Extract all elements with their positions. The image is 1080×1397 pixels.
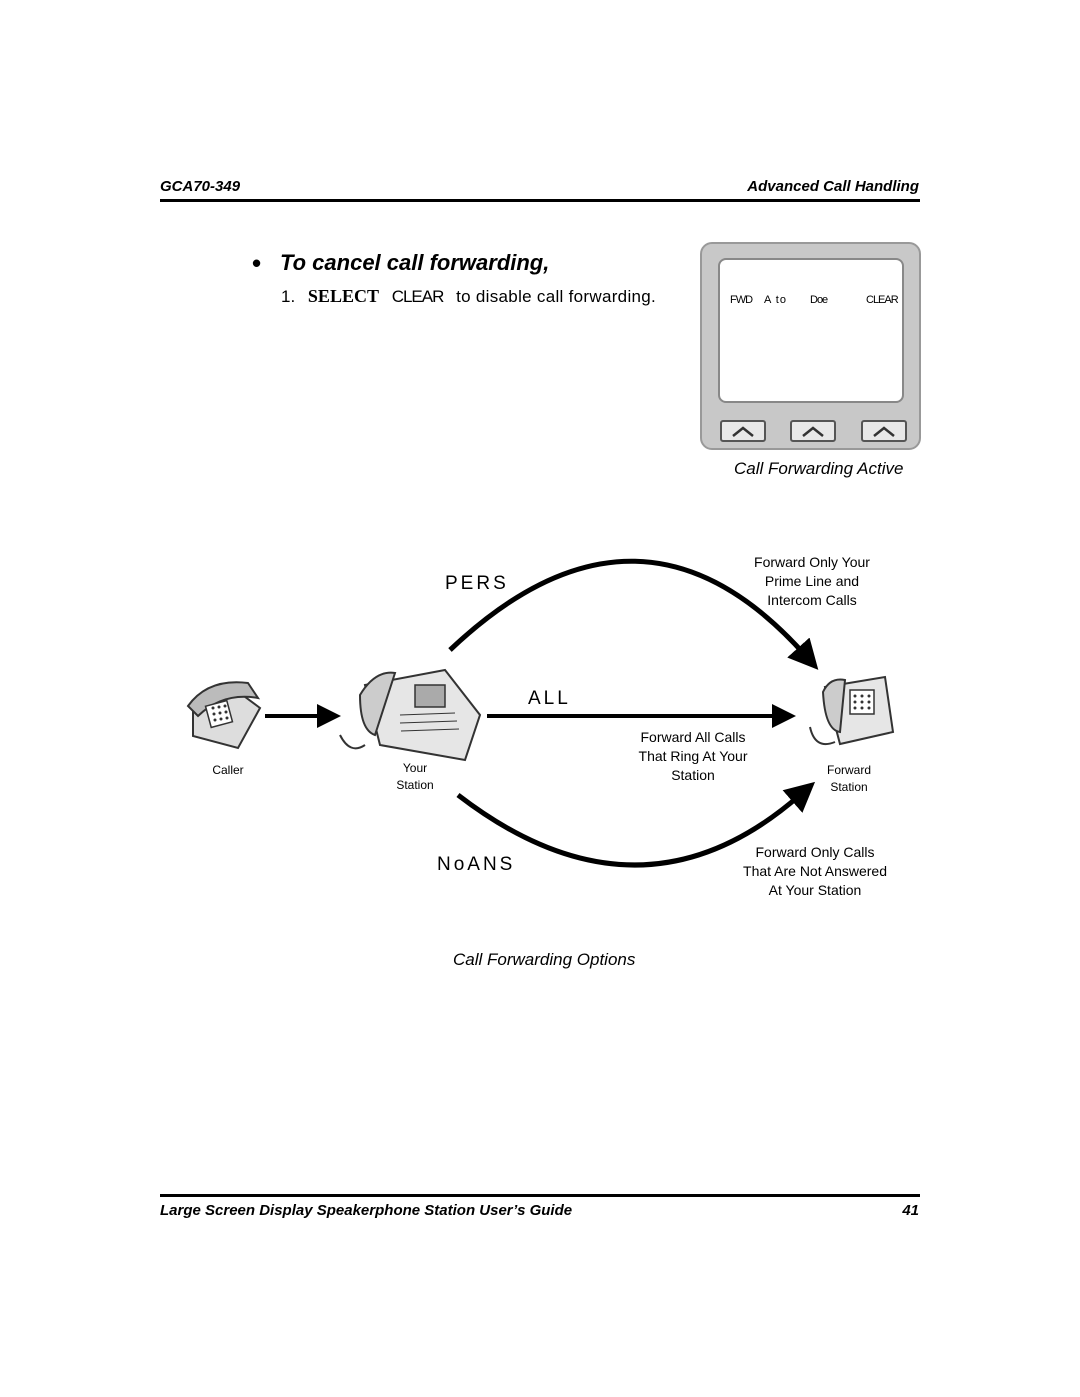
pers-arrow — [448, 558, 819, 670]
display-screen: FWD A to Doe CLEAR — [718, 258, 904, 403]
footer-rule — [160, 1194, 920, 1197]
doc-code: GCA70-349 — [160, 178, 241, 195]
step-key: CLEAR — [391, 287, 445, 306]
step-keyword: SELECT — [307, 286, 379, 306]
chevron-up-icon — [873, 426, 895, 437]
caller-label: Caller — [212, 763, 244, 777]
display-to: A to — [764, 294, 787, 306]
noans-description: Forward Only Calls That Are Not Answered… — [743, 844, 887, 898]
chevron-up-icon — [732, 426, 754, 437]
bullet-icon: • — [252, 248, 262, 278]
your-station-phone-icon — [339, 668, 482, 762]
caller-phone-icon — [186, 681, 262, 750]
forward-station-phone-icon — [809, 675, 895, 746]
your-station-label-2: Station — [396, 778, 434, 792]
instruction-step: 1. SELECT CLEAR to disable call forwardi… — [281, 286, 656, 307]
option-pers: PERS — [445, 573, 509, 594]
chevron-up-icon — [802, 426, 824, 437]
forward-station-label-2: Station — [830, 780, 868, 794]
display-caption: Call Forwarding Active — [734, 459, 904, 478]
softkey-right[interactable] — [861, 420, 907, 442]
page-number: 41 — [902, 1202, 919, 1219]
step-number: 1. — [281, 287, 296, 306]
footer-title: Large Screen Display Speakerphone Statio… — [160, 1202, 573, 1219]
softkey-left[interactable] — [720, 420, 766, 442]
all-description: Forward All Calls That Ring At Your Stat… — [638, 729, 748, 783]
diagram-caption: Call Forwarding Options — [453, 950, 636, 969]
display-fwd: FWD — [730, 294, 753, 306]
option-noans: NoANS — [437, 854, 516, 875]
option-all: ALL — [528, 688, 571, 709]
softkey-middle[interactable] — [790, 420, 836, 442]
your-station-label-1: Your — [402, 761, 428, 775]
section-title: Advanced Call Handling — [747, 178, 919, 195]
step-text: to disable call forwarding. — [456, 287, 657, 306]
noans-arrow — [456, 781, 816, 868]
phone-display-panel: FWD A to Doe CLEAR — [700, 242, 921, 450]
header-rule — [160, 199, 920, 202]
display-softkey-label: CLEAR — [866, 294, 899, 306]
display-name: Doe — [810, 294, 828, 306]
section-heading: To cancel call forwarding, — [280, 250, 550, 275]
pers-description: Forward Only Your Prime Line and Interco… — [754, 554, 870, 608]
forward-station-label-1: Forward — [826, 763, 871, 777]
